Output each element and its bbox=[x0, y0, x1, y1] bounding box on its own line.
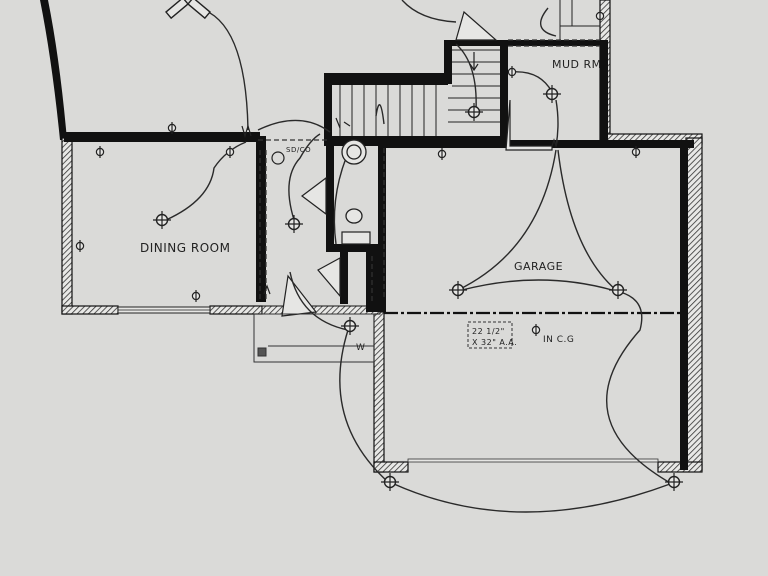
garage-bottom-left bbox=[373, 461, 409, 473]
dashed-lines bbox=[258, 39, 600, 304]
stair-arrow bbox=[469, 52, 479, 72]
fan-icon bbox=[165, 0, 211, 20]
smoke-co-label: SD/CO bbox=[286, 146, 311, 154]
sink-icon bbox=[341, 231, 371, 245]
mudroom-door bbox=[505, 99, 553, 151]
garage-left-wall bbox=[373, 311, 385, 473]
garage-door bbox=[407, 458, 659, 463]
mudroom-details bbox=[559, 0, 600, 40]
stair-door bbox=[455, 10, 498, 41]
dining-room-label: DINING ROOM bbox=[140, 241, 230, 255]
dining-bottom-wall-right bbox=[209, 305, 263, 315]
mud-room-label: MUD RM bbox=[552, 58, 602, 71]
attic-access bbox=[467, 321, 513, 349]
curved-wall bbox=[40, 0, 67, 140]
toilet-icon bbox=[341, 139, 367, 224]
washer-label: W bbox=[356, 343, 365, 353]
attic-size-line2: X 32" A.A. bbox=[472, 338, 517, 347]
entry-wall bbox=[261, 305, 381, 315]
wiring bbox=[165, 0, 673, 513]
interior-walls bbox=[64, 40, 694, 470]
smoke-detector-icon bbox=[271, 151, 285, 165]
attic-size-line1: 22 1/2" bbox=[472, 327, 505, 336]
garage-right-wall bbox=[685, 137, 703, 471]
dining-left-wall bbox=[61, 137, 73, 315]
dining-bottom-wall bbox=[61, 305, 119, 315]
closet-door-lower bbox=[317, 256, 341, 298]
switch-icon bbox=[241, 117, 559, 295]
garage-label: GARAGE bbox=[514, 260, 563, 273]
garage-ceiling-label: IN C.G bbox=[543, 335, 574, 345]
closet-door bbox=[301, 176, 327, 216]
